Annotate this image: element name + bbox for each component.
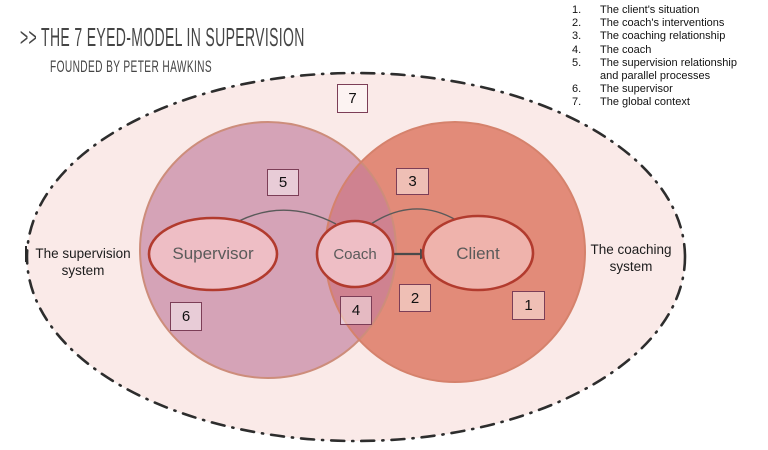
supervisor-label: Supervisor	[172, 244, 254, 263]
legend-item-number: 1.	[572, 4, 582, 16]
legend-item-text: The global context	[600, 96, 690, 109]
legend-item: 4. The coach	[572, 44, 768, 57]
legend-item: 1. The client's situation	[572, 4, 768, 17]
client-label: Client	[456, 244, 500, 263]
supervision-circle-outline	[139, 121, 397, 379]
supervision-system-label: The supervision system	[35, 246, 131, 278]
page-title: >> The 7 eyed-model in supervision	[20, 24, 305, 53]
supervisor-ellipse	[147, 216, 279, 292]
legend-item-text: The supervisor	[600, 83, 673, 96]
coaching-system-label: The coaching system	[590, 242, 672, 274]
badge-7: 7	[337, 84, 368, 113]
badge-6: 6	[170, 302, 202, 331]
legend-item: 2. The coach's interventions	[572, 17, 768, 30]
legend-item: 5. The supervision relationship and para…	[572, 57, 768, 83]
legend-item-text: The coach's interventions	[600, 17, 725, 30]
legend-item-number: 3.	[572, 30, 582, 43]
legend-item-number: 4.	[572, 43, 582, 56]
legend-item-text: The supervision relationship and paralle…	[600, 56, 737, 83]
text-cursor	[25, 246, 27, 262]
badge-5: 5	[267, 169, 299, 196]
legend-item: 7. The global context	[572, 96, 768, 109]
supervisor-coach-arc	[238, 209, 337, 225]
client-ellipse	[421, 214, 535, 292]
legend-item-number: 2.	[572, 17, 582, 30]
legend-item-number: 5.	[572, 56, 582, 69]
legend-item-text: The coach	[600, 43, 652, 56]
legend-item-number: 7.	[572, 96, 582, 109]
legend-item-text: The client's situation	[600, 4, 700, 16]
coach-ellipse	[315, 219, 395, 289]
badge-3: 3	[396, 168, 429, 195]
legend-item-text: The coaching relationship	[600, 30, 726, 43]
coach-client-arc	[370, 208, 457, 225]
badge-1: 1	[512, 291, 545, 320]
page-subtitle: founded by Peter Hawkins	[50, 57, 213, 76]
legend-item-number: 6.	[572, 83, 582, 96]
badge-4: 4	[340, 296, 372, 325]
coach-label: Coach	[333, 246, 377, 263]
legend-item: 3. The coaching relationship	[572, 30, 768, 43]
legend-item: 6. The supervisor	[572, 83, 768, 96]
badge-2: 2	[399, 284, 431, 312]
legend: 1. The client's situation 2. The coach's…	[572, 4, 768, 110]
